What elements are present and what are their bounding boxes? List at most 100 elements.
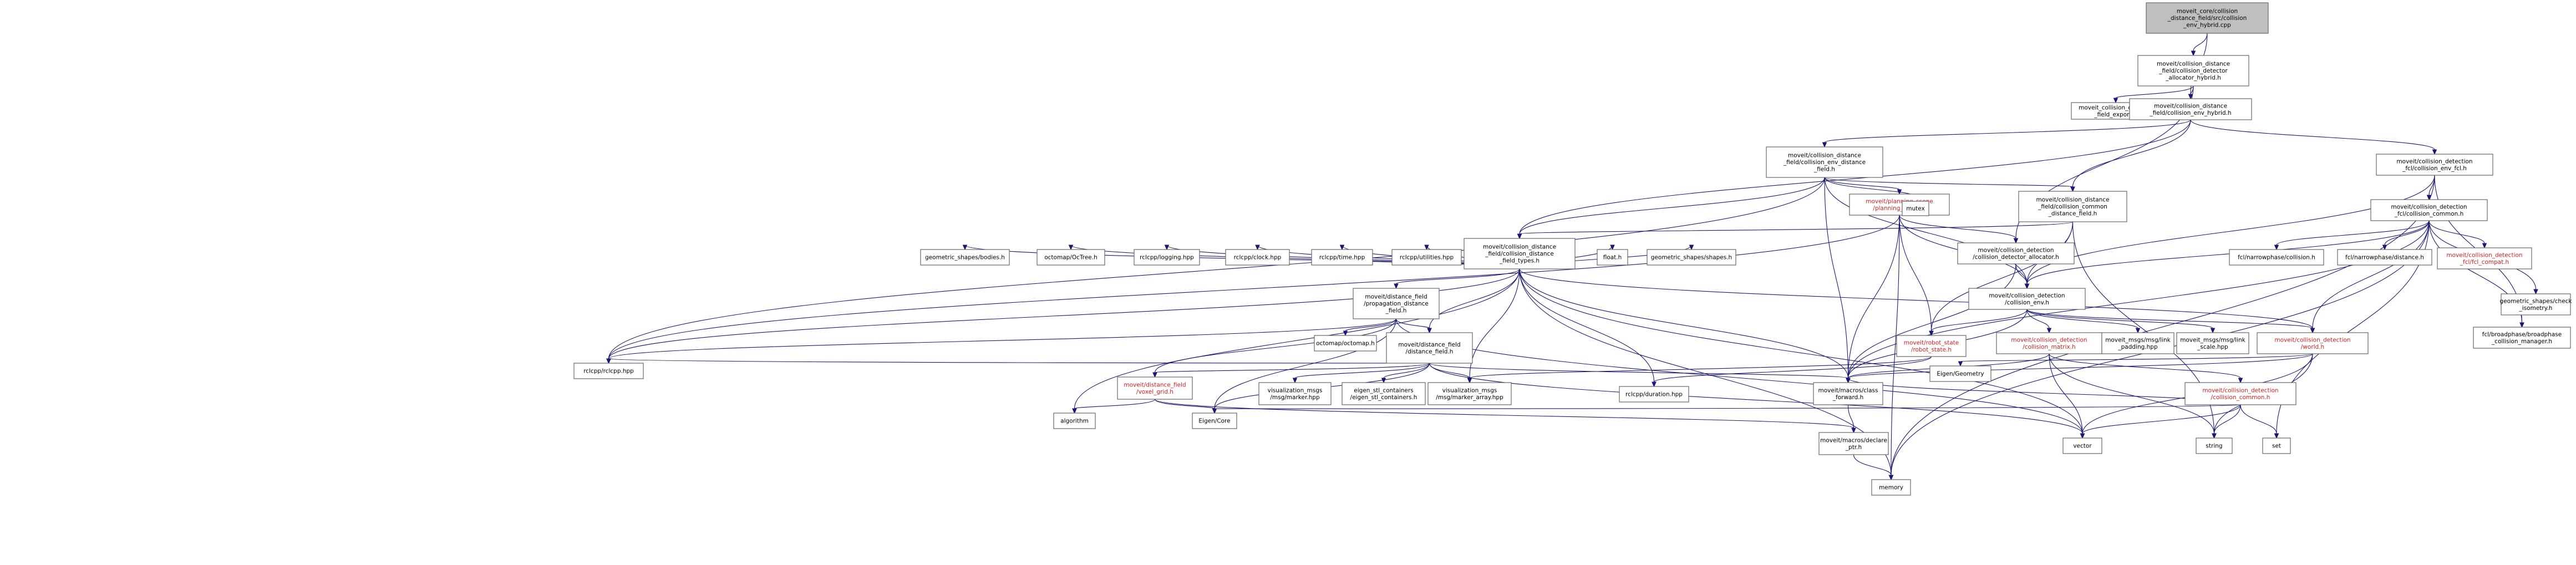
graph-node-class-fwd-h[interactable]: moveit/macros/class_forward.h — [1813, 382, 1883, 405]
edge-arrowhead — [2046, 328, 2052, 334]
node-label: moveit/distance_field/propagation_distan… — [1364, 294, 1429, 314]
graph-node-fcl-compat[interactable]: moveit/collision_detection_fcl/fcl_compa… — [2437, 247, 2532, 269]
graph-node-common-df-h[interactable]: moveit/collision_distance_field/collisio… — [2018, 191, 2127, 222]
node-label: moveit/collision_detection/collision_mat… — [2011, 337, 2087, 350]
edge-cd-common-h-to-vector — [2080, 404, 2241, 439]
edge-arrowhead — [2274, 433, 2279, 439]
graph-node-rclcpp-utilities: rclcpp/utilities.hpp — [1391, 249, 1462, 266]
edge-arrowhead — [2188, 94, 2193, 100]
node-box — [2018, 191, 2127, 222]
node-box — [1766, 146, 1883, 178]
edge-fcl-common-h-to-fcl-collision — [2274, 220, 2430, 251]
graph-node-eigen-core: Eigen/Core — [1192, 413, 1237, 429]
node-label: visualization_msgs/msg/marker.hpp — [1268, 387, 1323, 401]
edge-line — [1930, 221, 2074, 332]
graph-node-geo-shapes: geometric_shapes/shapes.h — [1647, 249, 1736, 266]
node-label: moveit/collision_distance_field/collisio… — [2149, 103, 2231, 116]
edge-line — [1154, 399, 1215, 409]
node-box — [1968, 288, 2086, 310]
graph-node-fcl-common-h[interactable]: moveit/collision_detection_fcl/collision… — [2370, 199, 2488, 221]
node-box — [1192, 413, 1237, 429]
graph-node-planning-scene-h[interactable]: moveit/planning_scene/planning_scene.h — [1849, 194, 1950, 216]
node-label: rclcpp/rclcpp.hpp — [583, 368, 634, 375]
graph-node-voxel-h[interactable]: moveit/distance_field/voxel_grid.h — [1117, 376, 1193, 400]
edge-line — [1899, 215, 2016, 239]
graph-node-env-fcl-h[interactable]: moveit/collision_detection_fcl/collision… — [2376, 154, 2493, 176]
edge-arrowhead — [1958, 361, 1963, 367]
edge-arrowhead — [1394, 283, 1399, 289]
node-box — [1258, 382, 1332, 405]
graph-node-rclcpp-duration: rclcpp/duration.hpp — [1619, 386, 1689, 403]
edge-arrowhead — [1888, 475, 1894, 481]
graph-node-root[interactable]: moveit_core/collision_distance_field/src… — [2146, 2, 2269, 34]
edge-arrowhead — [1255, 245, 1260, 251]
edge-arrowhead — [2426, 195, 2432, 201]
edge-line — [608, 358, 1430, 364]
graph-node-cd-alloc-h[interactable]: moveit/collision_detection/collision_det… — [1957, 242, 2075, 264]
node-box — [1311, 249, 1373, 266]
edge-arrowhead — [1929, 330, 1934, 337]
node-box — [920, 249, 1010, 266]
node-label: fcl/narrowphase/distance.h — [2345, 254, 2424, 261]
edge-line — [2428, 220, 2485, 244]
graph-node-world-h[interactable]: moveit/collision_detection/world.h — [2257, 332, 2369, 354]
edge-env-df-h-to-common-df-h — [1824, 177, 2075, 192]
node-label: vector — [2073, 443, 2092, 450]
edge-prop-df-h-to-df-h — [1395, 318, 1432, 334]
node-box — [1813, 382, 1883, 405]
edge-line — [2026, 309, 2213, 329]
edge-line — [1519, 268, 1655, 383]
edge-arrowhead — [1427, 328, 1432, 334]
node-box — [1871, 479, 1911, 496]
edge-line — [2384, 220, 2430, 246]
edge-arrowhead — [1164, 245, 1170, 251]
edge-hybrid-h-to-env-df-h — [1822, 119, 2191, 148]
edge-cd-env-h-to-link-scale — [2026, 309, 2216, 334]
graph-node-matrix-h[interactable]: moveit/collision_detection/collision_mat… — [1996, 332, 2102, 354]
node-label: moveit_msgs/msg/link_scale.hpp — [2180, 337, 2245, 350]
edge-line — [1294, 363, 1430, 379]
node-label: moveit/collision_detection_fcl/collision… — [2396, 158, 2472, 172]
graph-node-rclcpp-clock: rclcpp/clock.hpp — [1225, 249, 1290, 266]
graph-node-cd-env-h[interactable]: moveit/collision_detection/collision_env… — [1968, 288, 2086, 310]
edge-line — [2026, 309, 2138, 329]
edge-class-fwd-h-to-declare-ptr-h — [1847, 404, 1856, 434]
node-box — [2229, 249, 2324, 266]
edge-line — [2049, 353, 2241, 379]
node-label: rclcpp/duration.hpp — [1625, 391, 1683, 398]
edge-env-df-h-to-class-fwd-h — [1824, 177, 1851, 384]
edge-planning-scene-h-to-rclcpp-hpp — [606, 215, 1900, 364]
graph-node-declare-ptr-h[interactable]: moveit/macros/declare_ptr.h — [1818, 432, 1889, 455]
graph-node-link-scale: moveit_msgs/msg/link_scale.hpp — [2176, 332, 2249, 354]
node-label: moveit/collision_detection_fcl/collision… — [2391, 203, 2467, 217]
graph-node-cd-common-h[interactable]: moveit/collision_detection/collision_com… — [2184, 382, 2296, 405]
node-label: moveit/collision_detection_fcl/fcl_compa… — [2446, 252, 2522, 266]
graph-node-prop-df-h[interactable]: moveit/distance_field/propagation_distan… — [1353, 288, 1440, 319]
edge-line — [2082, 404, 2241, 434]
node-label: moveit/collision_detection/collision_com… — [2202, 387, 2278, 401]
graph-node-algorithm: algorithm — [1053, 413, 1096, 429]
graph-node-robot-state-h[interactable]: moveit/robot_state/robot_state.h — [1896, 335, 1967, 357]
edge-common-df-h-to-string — [2072, 221, 2217, 439]
edge-arrowhead — [2135, 328, 2141, 334]
edge-env-fcl-h-to-memory — [1888, 175, 2435, 481]
node-box — [1037, 249, 1105, 266]
node-label: moveit/macros/declare_ptr.h — [1820, 437, 1887, 451]
edge-cd-common-h-to-set — [2240, 404, 2279, 439]
graph-node-alloc-h[interactable]: moveit/collision_distance_field/collisio… — [2137, 55, 2249, 86]
edge-df-types-h-to-class-fwd-h — [1519, 268, 1851, 384]
node-label: moveit/collision_detection/collision_det… — [1973, 247, 2059, 261]
edge-cd-env-h-to-robot-state-h — [1929, 309, 2028, 337]
edge-arrowhead — [1846, 378, 1851, 384]
edge-line — [2115, 85, 2194, 99]
edge-line — [1345, 318, 1397, 332]
graph-node-df-types-h[interactable]: moveit/collision_distance_field/collisio… — [1464, 238, 1576, 269]
edge-cd-env-h-to-matrix-h — [2026, 309, 2052, 334]
graph-node-env-df-h[interactable]: moveit/collision_distance_field/collisio… — [1766, 146, 1883, 178]
graph-node-hybrid-h[interactable]: moveit/collision_distance_field/collisio… — [2129, 98, 2252, 120]
node-box — [1896, 335, 1967, 357]
graph-node-df-h[interactable]: moveit/distance_field/distance_field.h — [1386, 332, 1473, 364]
node-label: rclcpp/utilities.hpp — [1400, 254, 1454, 261]
node-box — [2062, 437, 2102, 454]
edge-line — [1824, 177, 1849, 379]
